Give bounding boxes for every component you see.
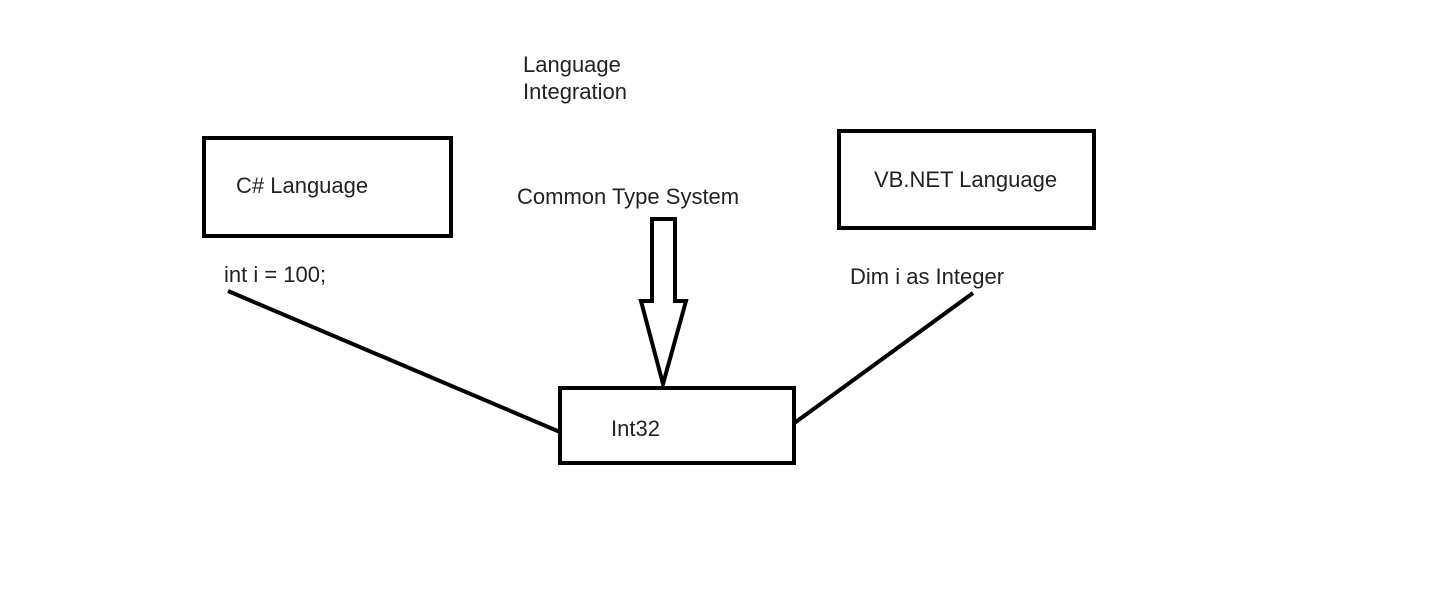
vbnet-code-snippet: Dim i as Integer: [850, 264, 1005, 289]
int32-box: [558, 386, 796, 465]
csharp-code-snippet: int i = 100;: [224, 262, 327, 287]
common-type-system-label: Common Type System: [517, 184, 740, 209]
vbnet-language-box: [837, 129, 1096, 230]
title-line-1: Language: [523, 52, 621, 77]
vbnet-language-label: VB.NET Language: [874, 167, 1058, 192]
csharp-language-label: C# Language: [236, 173, 369, 198]
vbnet-to-int32-connector: [791, 291, 975, 426]
csharp-to-int32-connector: [227, 289, 561, 434]
cts-down-arrow-icon: [638, 217, 689, 392]
csharp-language-box: [202, 136, 453, 238]
int32-label: Int32: [611, 416, 660, 441]
title-line-2: Integration: [523, 79, 627, 104]
diagram-title: Language Integration: [523, 51, 627, 105]
